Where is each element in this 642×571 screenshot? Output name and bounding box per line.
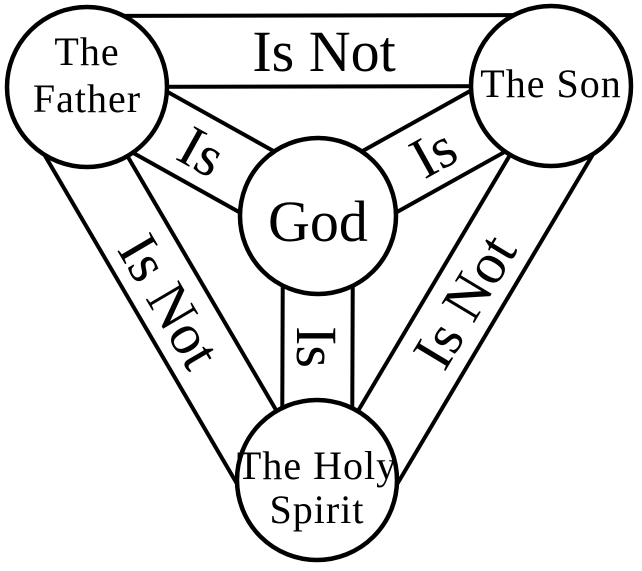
label-holy-spirit-god: Is [284, 326, 349, 368]
father-label-line1: The [54, 29, 119, 74]
band-father-spirit-outer-edge [24, 121, 258, 517]
holy-spirit-label-line1: The Holy [237, 443, 397, 488]
son-label: The Son [480, 61, 621, 106]
holy-spirit-label-line2: Spirit [270, 487, 365, 532]
band-father-son-outer-edge [86, 13, 552, 18]
band-son-spirit-outer-edge [376, 121, 614, 518]
father-label-line2: Father [33, 76, 141, 121]
label-son-holy-spirit: Is Not [400, 223, 530, 379]
father-circle [4, 4, 170, 170]
node-labels: The Father The Son God The Holy Spirit [33, 29, 621, 532]
son-circle [468, 3, 634, 169]
god-label: God [268, 189, 368, 254]
holy-spirit-circle [234, 397, 400, 563]
nodes [4, 3, 634, 563]
label-father-son: Is Not [252, 19, 395, 84]
god-circle [237, 135, 399, 297]
